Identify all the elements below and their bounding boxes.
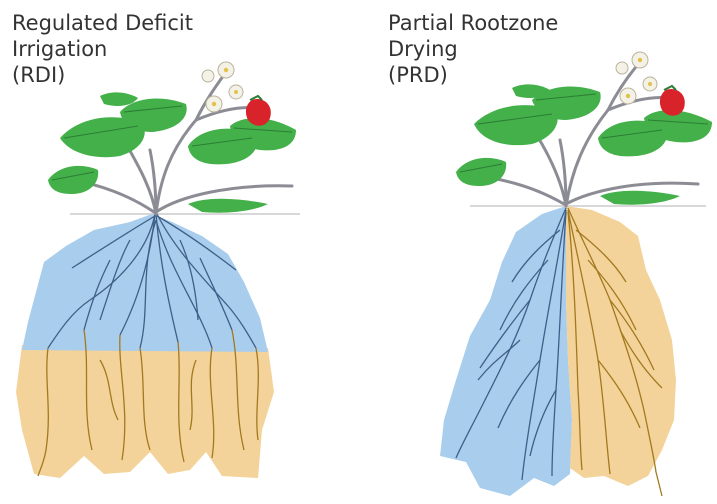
rdi-dry-soil-zone	[16, 345, 274, 478]
prd-flowers	[616, 52, 657, 104]
rdi-berry	[246, 96, 271, 126]
prd-dry-soil-zone	[566, 206, 676, 486]
prd-panel	[440, 52, 712, 496]
prd-berry	[660, 86, 685, 116]
rdi-panel	[16, 62, 300, 478]
rdi-flowers	[202, 62, 243, 112]
